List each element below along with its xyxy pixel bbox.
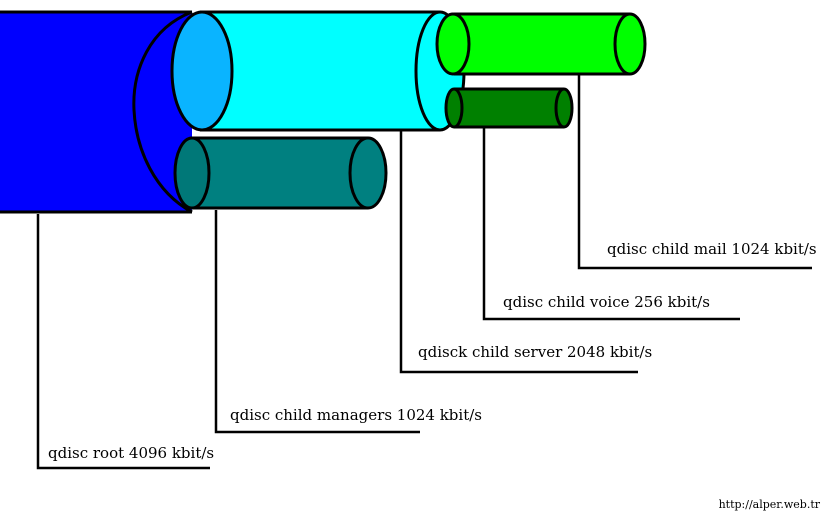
voice-cable-near-end: [444, 87, 464, 129]
managers-cable-far-end: [348, 136, 388, 210]
root-cable-end-curve: [132, 10, 193, 214]
voice-cable-body: [454, 89, 564, 127]
leader-line-mail: [577, 75, 812, 270]
mail-cable: [435, 12, 647, 76]
voice-cable-far-end: [554, 87, 574, 129]
server-cable-near-end: [170, 10, 234, 132]
managers-cable: [173, 128, 388, 210]
managers-cable-near-end: [173, 136, 211, 210]
leader-line-voice: [482, 128, 740, 321]
label-mail: qdisc child mail 1024 kbit/s: [607, 240, 817, 258]
leader-line-managers: [214, 210, 420, 434]
root-cable: [0, 10, 193, 214]
managers-cable-body: [192, 138, 368, 208]
label-voice: qdisc child voice 256 kbit/s: [503, 293, 710, 311]
label-server: qdisck child server 2048 kbit/s: [418, 343, 652, 361]
mail-cable-near-end: [435, 12, 471, 76]
server-cable-body: [200, 12, 440, 130]
credit-url: http://alper.web.tr: [719, 498, 821, 511]
leader-lines: [36, 75, 812, 470]
label-managers: qdisc child managers 1024 kbit/s: [230, 406, 482, 424]
mail-cable-body: [454, 14, 630, 74]
voice-cable: [444, 87, 574, 129]
leader-line-root: [36, 214, 210, 470]
root-cable-body: [0, 12, 192, 212]
server-cable: [170, 10, 466, 132]
leader-line-server: [399, 131, 638, 374]
label-root: qdisc root 4096 kbit/s: [48, 444, 214, 462]
mail-cable-far-end: [613, 12, 647, 76]
